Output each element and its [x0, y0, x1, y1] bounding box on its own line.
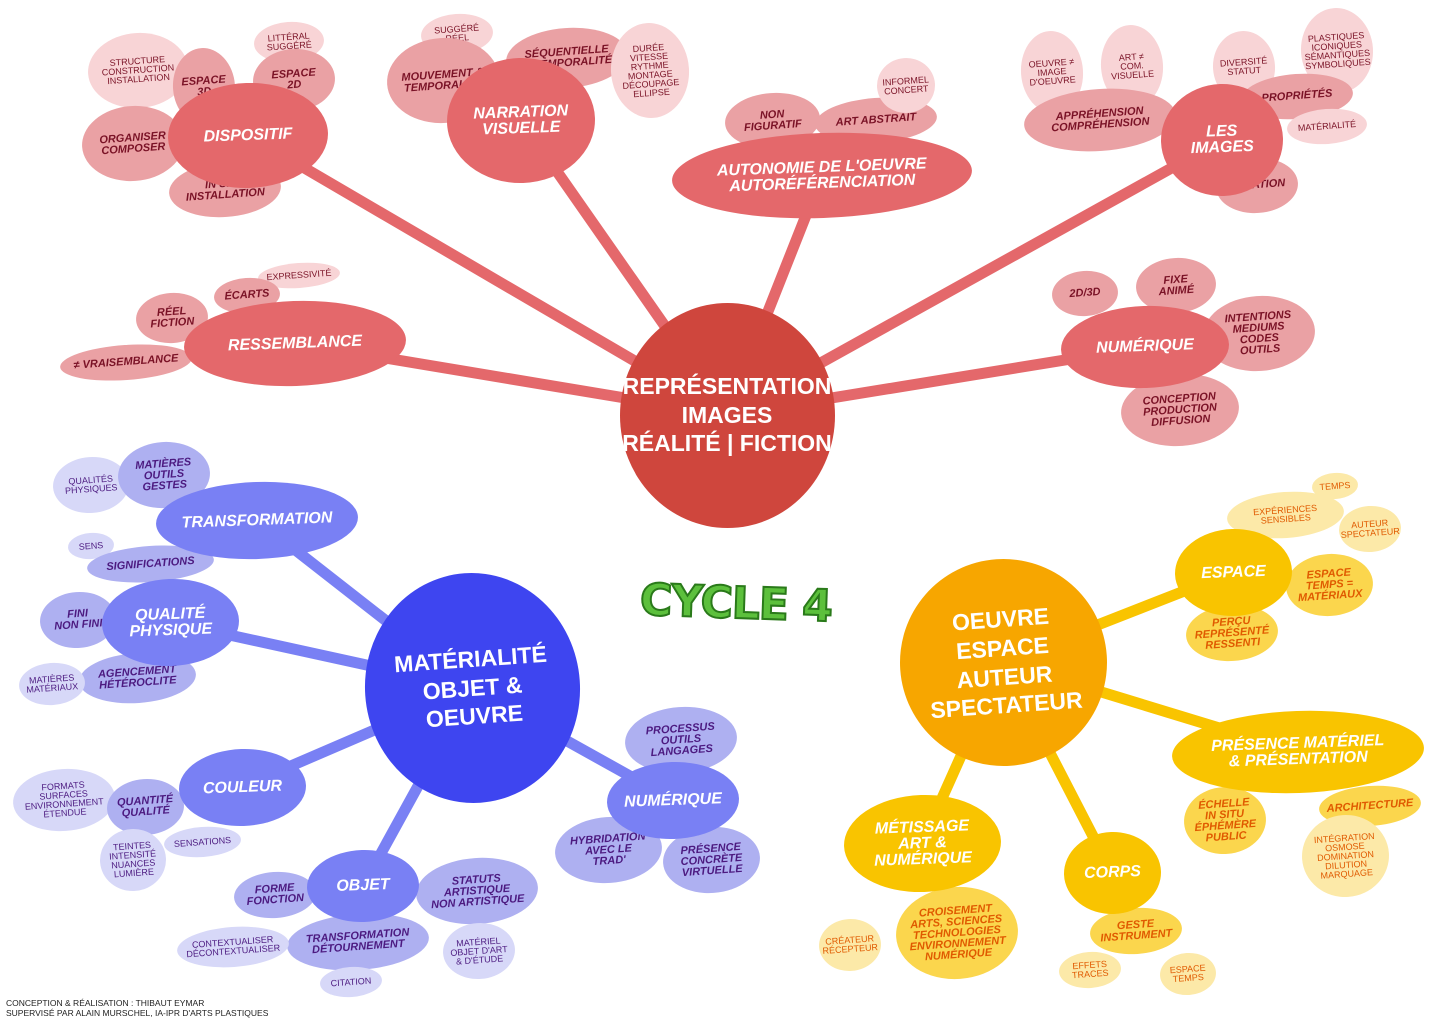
center-node-representation[interactable]: Représentation images réalité | fiction: [619, 302, 835, 528]
credits-author: Conception & réalisation : Thibaut Eymar: [6, 998, 205, 1008]
credits-supervisor: Supervisé par Alain Murschel, IA-IPR d'A…: [6, 1007, 269, 1018]
cycle-title: CYCLE 4: [638, 574, 834, 634]
credits: Conception & réalisation : Thibaut Eymar…: [6, 998, 269, 1019]
